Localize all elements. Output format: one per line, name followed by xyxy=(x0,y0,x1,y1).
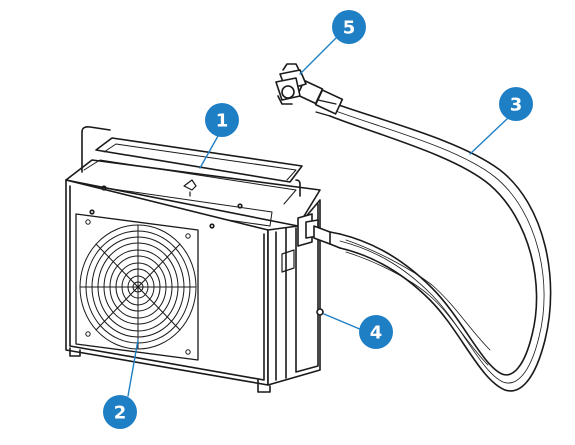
callout-2: 2 xyxy=(103,395,137,429)
callout-5-label: 5 xyxy=(343,18,356,39)
callout-1-label: 1 xyxy=(216,111,229,132)
callout-4: 4 xyxy=(359,315,393,349)
outdoor-unit xyxy=(65,126,324,393)
side-connector xyxy=(316,308,324,316)
callout-5: 5 xyxy=(332,10,366,44)
callout-3-label: 3 xyxy=(510,95,523,116)
hose-coupling xyxy=(275,63,344,117)
callout-1: 1 xyxy=(205,103,239,137)
hose-inlet xyxy=(313,225,341,249)
callout-4-label: 4 xyxy=(370,323,383,344)
callout-2-label: 2 xyxy=(114,403,127,424)
callout-3: 3 xyxy=(499,87,533,121)
hose xyxy=(329,103,552,392)
leader-lines xyxy=(127,33,509,397)
